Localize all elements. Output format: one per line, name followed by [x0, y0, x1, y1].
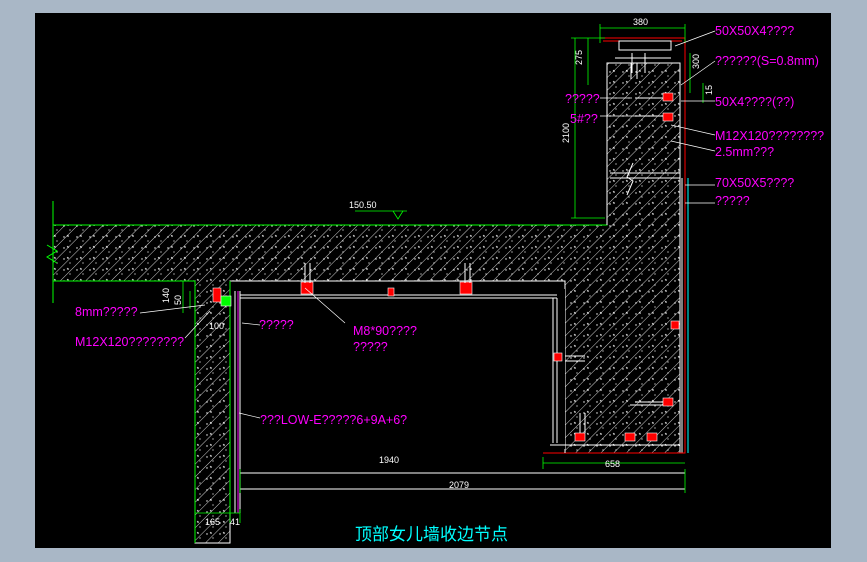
dim-658: 658 — [605, 459, 620, 469]
dim-2100: 2100 — [561, 123, 571, 143]
dim-275: 275 — [574, 50, 584, 65]
dim-165: 165 — [205, 517, 220, 527]
label-aluminum-sheet: ??????(S=0.8mm) — [715, 54, 819, 68]
window-frame-lines — [234, 291, 685, 513]
label-sealant: ????? — [259, 318, 294, 332]
dim-300: 300 — [691, 54, 701, 69]
concrete-section — [52, 62, 681, 544]
dim-41: 41 — [230, 517, 240, 527]
label-angle-70: 70X50X5???? — [715, 176, 794, 190]
level-marker: 150.50 — [349, 200, 377, 210]
label-expansion-bolt: M8*90???? — [353, 324, 417, 338]
label-keel: ????? — [715, 194, 750, 208]
drawing-title: 顶部女儿墙收边节点 — [355, 525, 508, 544]
bolt-shafts — [304, 63, 663, 433]
dimension-texts: 380 275 300 15 2100 140 50 100 165 41 19… — [161, 17, 714, 527]
cad-drawing: 50X50X4???? ??????(S=0.8mm) 50X4????(??)… — [46, 17, 824, 544]
annotation-labels: 50X50X4???? ??????(S=0.8mm) 50X4????(??)… — [75, 24, 824, 427]
label-chem-anchor-2: M12X120???????? — [75, 335, 184, 349]
label-thickness: 2.5mm??? — [715, 145, 774, 159]
leader-lines — [139, 30, 716, 419]
label-steel-5: 5#?? — [570, 112, 598, 126]
dim-15: 15 — [704, 85, 714, 95]
dim-380: 380 — [633, 17, 648, 27]
label-angle-steel: 50X50X4???? — [715, 24, 794, 38]
dim-2079: 2079 — [449, 480, 469, 490]
dim-1940: 1940 — [379, 455, 399, 465]
label-unknown-left: ????? — [565, 92, 600, 106]
label-chem-anchor-1: M12X120???????? — [715, 129, 824, 143]
label-8mm: 8mm????? — [75, 305, 138, 319]
dim-50: 50 — [173, 295, 183, 305]
dim-140: 140 — [161, 288, 171, 303]
label-lowe-glass: ???LOW-E?????6+9A+6? — [260, 413, 407, 427]
dimension-lines — [182, 24, 704, 523]
label-flat-steel: 50X4????(??) — [715, 95, 794, 109]
dim-100: 100 — [209, 321, 224, 331]
anchor-bolts — [212, 92, 680, 442]
label-embed: ????? — [353, 340, 388, 354]
